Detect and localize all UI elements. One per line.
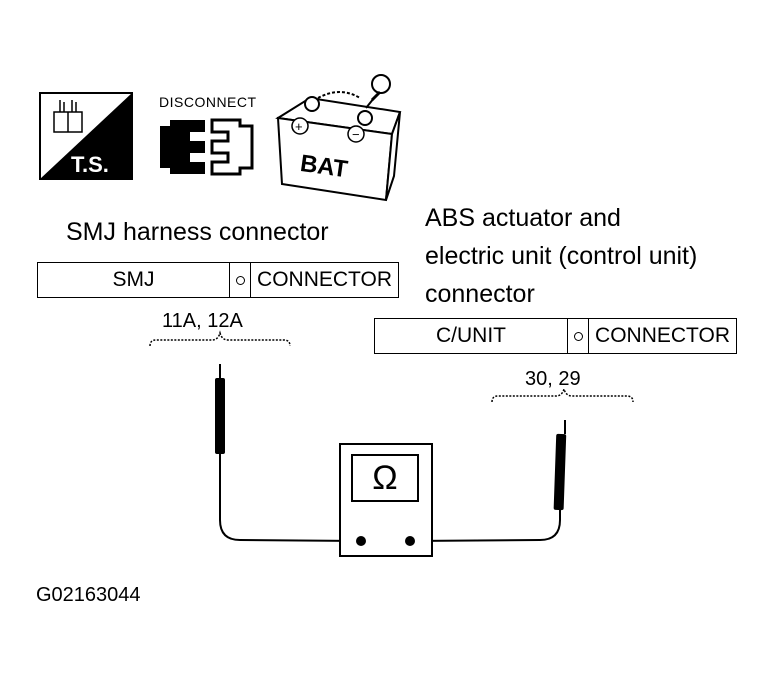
abs-connector: C/UNIT CONNECTOR [374, 318, 737, 354]
smj-connector-right-label: CONNECTOR [257, 268, 392, 291]
abs-connector-title-line3: connector [425, 280, 535, 308]
connector-lock-icon [567, 319, 590, 353]
svg-text:−: − [352, 127, 360, 142]
ts-icon: T.S. [39, 92, 133, 180]
svg-text:+: + [295, 119, 303, 134]
smj-pin-numbers: 11A, 12A [162, 310, 243, 332]
disconnect-icon: DISCONNECT [159, 94, 257, 176]
disconnect-label: DISCONNECT [159, 94, 257, 110]
ohmmeter [339, 443, 433, 557]
abs-pin-numbers: 30, 29 [525, 368, 581, 390]
left-probe [215, 364, 225, 454]
smj-connector-left-label: SMJ [112, 268, 155, 291]
battery-label: BAT [298, 150, 349, 183]
smj-connector-title: SMJ harness connector [66, 218, 329, 246]
right-probe [553, 420, 567, 511]
ts-label: T.S. [71, 152, 109, 177]
abs-connector-left-label: C/UNIT [436, 324, 507, 347]
abs-connector-title-line2: electric unit (control unit) [425, 242, 698, 270]
battery-icon: + − BAT [275, 74, 402, 202]
abs-connector-right-label: CONNECTOR [595, 324, 730, 347]
left-wire [219, 454, 361, 542]
right-wire [409, 510, 561, 542]
abs-pin-brace [491, 386, 634, 403]
figure-id: G02163044 [36, 584, 141, 606]
ohm-symbol: Ω [372, 458, 398, 497]
connector-lock-icon [229, 263, 252, 297]
smj-pin-brace [149, 330, 291, 347]
smj-connector: SMJ CONNECTOR [37, 262, 399, 298]
abs-connector-title-line1: ABS actuator and [425, 204, 621, 232]
